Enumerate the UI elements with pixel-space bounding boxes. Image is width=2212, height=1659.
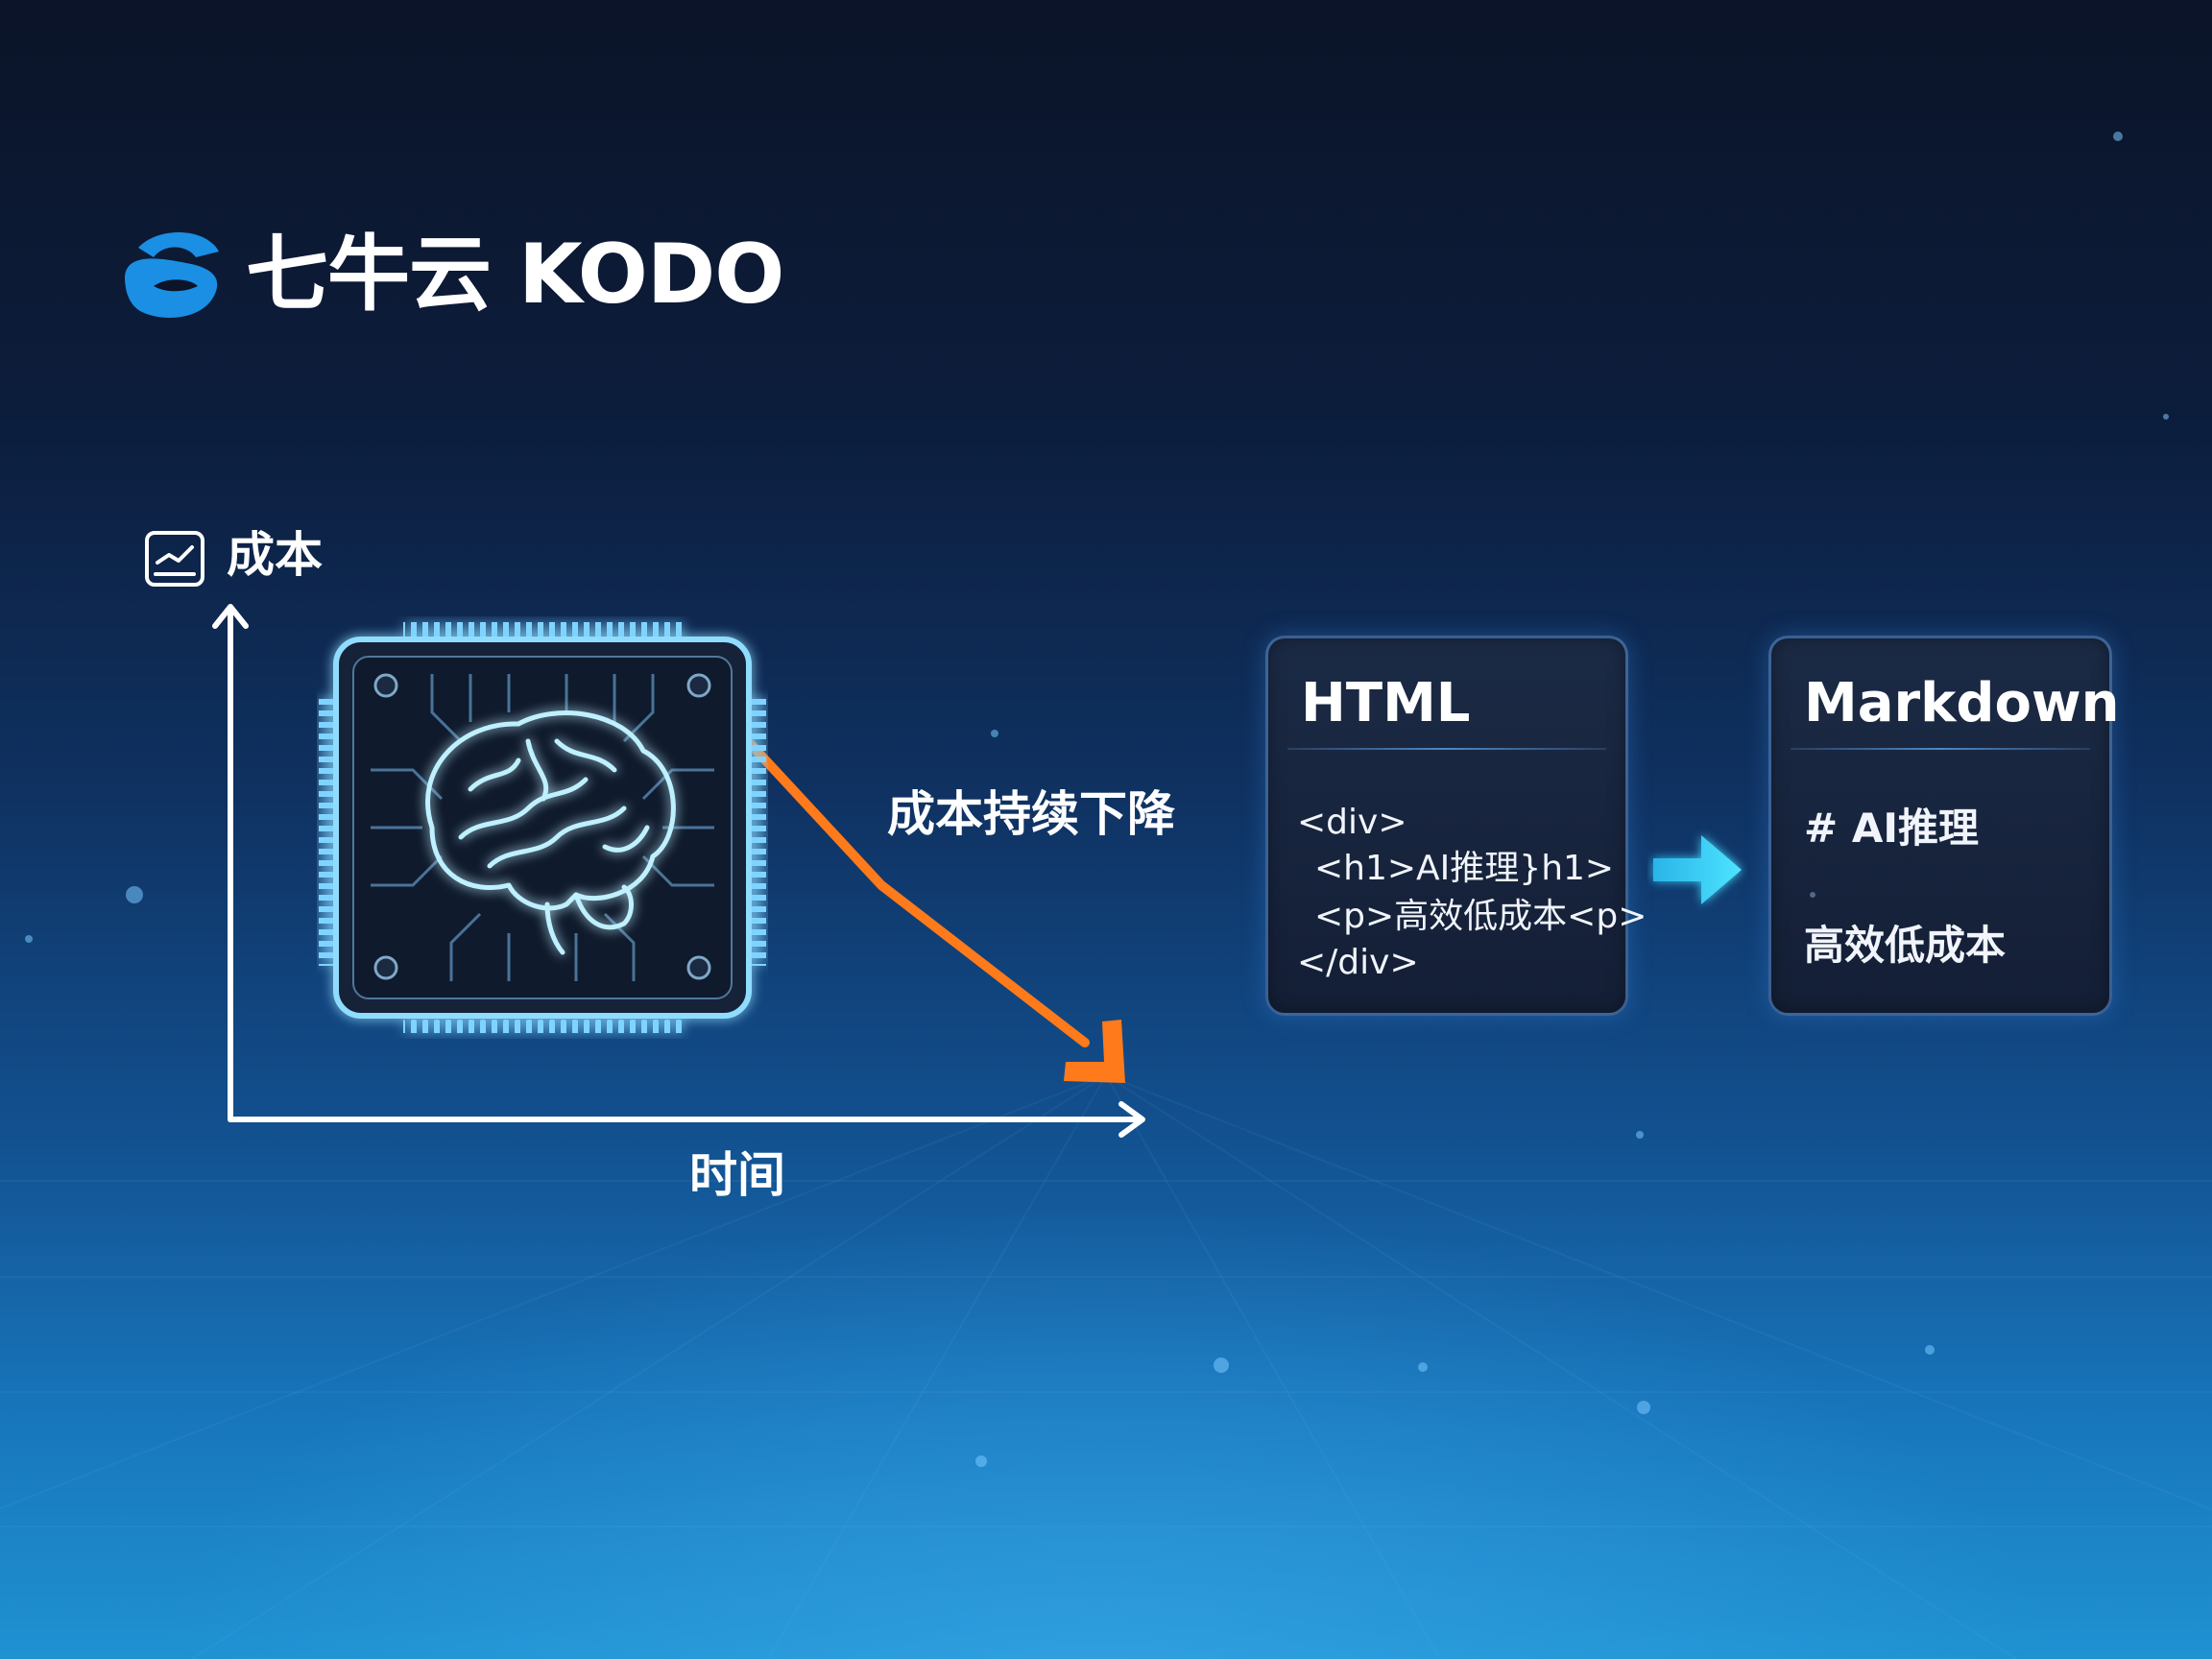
- html-card-title: HTML: [1301, 672, 1471, 734]
- ai-brain-chip-icon: [319, 622, 766, 1033]
- divider-dot: [1810, 892, 1815, 898]
- y-axis-label: 成本: [227, 527, 323, 583]
- markdown-card: Markdown # AI推理 高效低成本: [1768, 636, 2120, 1016]
- card-divider: [1791, 748, 2090, 750]
- x-axis-label: 时间: [689, 1147, 785, 1203]
- x-axis-arrowhead: [1118, 1101, 1145, 1138]
- trend-line: [731, 723, 1090, 1047]
- code-line: </div>: [1297, 943, 1419, 982]
- code-line: <p>高效低成本<p>: [1314, 897, 1647, 936]
- code-line: <h1>AI推理}h1>: [1314, 849, 1615, 888]
- trend-label: 成本持续下降: [887, 786, 1175, 842]
- markdown-line: # AI推理: [1804, 805, 1979, 852]
- trend-arrowhead: [1064, 1020, 1125, 1083]
- brand-name: 七牛云 KODO: [246, 227, 784, 323]
- html-card: HTML <div> <h1>AI推理}h1> <p>高效低成本<p> </di…: [1265, 636, 1647, 1016]
- arrow-right-icon: [1653, 835, 1742, 904]
- card-divider: [1287, 748, 1606, 750]
- markdown-line: 高效低成本: [1804, 922, 2007, 969]
- axes: [212, 604, 1145, 1138]
- chart-icon: [145, 531, 204, 587]
- code-line: <div>: [1297, 803, 1407, 842]
- qiniu-logo-icon: [125, 231, 219, 318]
- y-axis-arrowhead: [212, 604, 249, 629]
- markdown-card-title: Markdown: [1804, 672, 2120, 734]
